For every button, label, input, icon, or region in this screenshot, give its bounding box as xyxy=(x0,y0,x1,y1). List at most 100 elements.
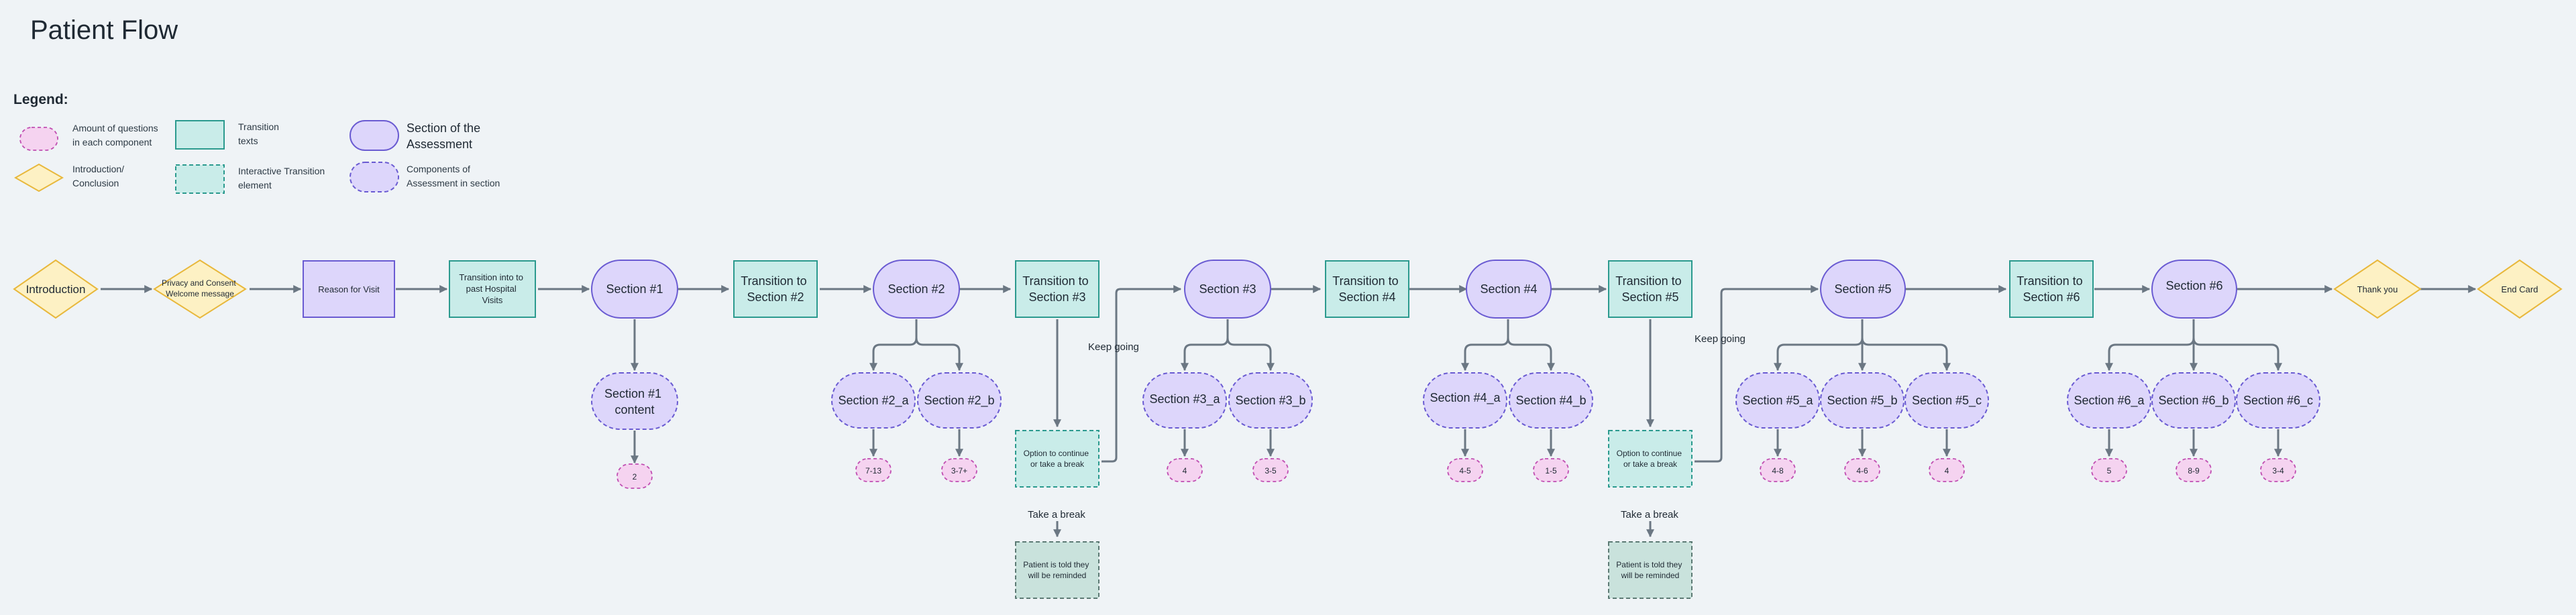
svg-text:4: 4 xyxy=(1183,466,1187,476)
section-4b-node: Section #4_b xyxy=(1509,372,1593,429)
question-count-badge: 8-9 xyxy=(2176,458,2212,482)
section-1-node: Section #1 xyxy=(591,260,678,319)
svg-text:Section #5_b: Section #5_b xyxy=(1827,394,1897,408)
legend-intro-label: Introduction/ Conclusion xyxy=(72,164,127,188)
svg-text:Section #2: Section #2 xyxy=(888,282,945,296)
section-5a-node: Section #5_a xyxy=(1735,372,1820,429)
section-6-node: Section #6 xyxy=(2151,260,2237,319)
question-count-badge: 4 xyxy=(1167,458,1203,482)
svg-text:Reason for Visit: Reason for Visit xyxy=(318,284,380,294)
svg-text:Section #4: Section #4 xyxy=(1480,282,1537,296)
transition-section-6-node: Transition to Section #6 xyxy=(2009,260,2094,318)
svg-text:Section #1: Section #1 xyxy=(606,282,663,296)
svg-text:Transition to Section #2: Transition to Section #2 xyxy=(741,274,810,304)
question-count-badge: 1-5 xyxy=(1533,458,1569,482)
svg-text:Patient is told they wil: Patient is told they will be reminded xyxy=(1023,560,1091,580)
svg-text:4-5: 4-5 xyxy=(1459,466,1471,476)
transition-section-3-node: Transition to Section #3 xyxy=(1015,260,1099,318)
svg-text:4-8: 4-8 xyxy=(1772,466,1784,476)
option-continue-break-node: Option to continue or take a break xyxy=(1015,430,1099,488)
section-2-node: Section #2 xyxy=(873,260,960,319)
svg-text:Transition to Section #4: Transition to Section #4 xyxy=(1332,274,1401,304)
question-count-badge: 4 xyxy=(1929,458,1965,482)
end-card-node: End Card xyxy=(2477,259,2563,319)
legend-section-label: Section of the Assessment xyxy=(407,121,484,151)
legend-count-label: Amount of questions in each component xyxy=(72,123,161,148)
introduction-node: Introduction xyxy=(13,259,99,319)
legend-intro-shape xyxy=(13,163,64,192)
question-count-badge: 2 xyxy=(616,463,653,489)
section-6b-node: Section #6_b xyxy=(2151,372,2236,429)
svg-text:Section #5: Section #5 xyxy=(1834,282,1891,296)
section-3b-node: Section #3_b xyxy=(1228,372,1313,429)
legend-component-label: Components of Assessment in section xyxy=(407,164,500,188)
svg-text:3-5: 3-5 xyxy=(1265,466,1277,476)
svg-text:Section #6_a: Section #6_a xyxy=(2074,394,2145,408)
svg-text:Transition to Section #6: Transition to Section #6 xyxy=(2017,274,2086,304)
svg-text:Section #5_a: Section #5_a xyxy=(1742,394,1813,408)
legend-transition-shape xyxy=(175,120,225,150)
section-6c-node: Section #6_c xyxy=(2236,372,2320,429)
question-count-badge: 4-6 xyxy=(1844,458,1880,482)
legend-transition-label: Transition texts xyxy=(238,121,282,146)
section-2a-node: Section #2_a xyxy=(831,372,916,429)
transition-section-5-node: Transition to Section #5 xyxy=(1608,260,1693,318)
patient-reminded-node: Patient is told they will be reminded xyxy=(1015,541,1099,599)
transition-past-visits-node: Transition into to past Hospital Visits xyxy=(449,260,536,318)
svg-text:Thank you: Thank you xyxy=(2357,284,2398,294)
legend-title: Legend: xyxy=(13,92,68,107)
section-5-node: Section #5 xyxy=(1820,260,1906,319)
svg-text:Section #3_b: Section #3_b xyxy=(1235,394,1305,408)
edge-label-take-break: Take a break xyxy=(1028,509,1085,520)
edge-label-take-break: Take a break xyxy=(1621,509,1678,520)
thank-you-node: Thank you xyxy=(2333,259,2422,319)
section-4-node: Section #4 xyxy=(1466,260,1552,319)
section-6a-node: Section #6_a xyxy=(2067,372,2151,429)
transition-section-4-node: Transition to Section #4 xyxy=(1325,260,1409,318)
svg-text:Section #4_a: Section #4_a xyxy=(1430,391,1501,405)
svg-text:Section #4_b: Section #4_b xyxy=(1515,394,1586,408)
svg-text:2: 2 xyxy=(633,472,637,482)
section-3-node: Section #3 xyxy=(1184,260,1271,319)
question-count-badge: 3-5 xyxy=(1252,458,1289,482)
reason-for-visit-node: Reason for Visit xyxy=(303,260,395,318)
svg-text:Section #3_a: Section #3_a xyxy=(1149,392,1220,406)
legend-section-shape xyxy=(350,120,399,151)
svg-text:Transition to Section #3: Transition to Section #3 xyxy=(1022,274,1091,304)
edge-label-keep-going: Keep going xyxy=(1088,341,1139,353)
legend-count-shape xyxy=(19,127,58,151)
svg-text:Patient is told they wil: Patient is told they will be reminded xyxy=(1616,560,1684,580)
svg-text:4: 4 xyxy=(1945,466,1949,476)
question-count-badge: 4-5 xyxy=(1447,458,1483,482)
question-count-badge: 3-4 xyxy=(2260,458,2296,482)
question-count-badge: 7-13 xyxy=(855,458,892,482)
option-continue-break-node: Option to continue or take a break xyxy=(1608,430,1693,488)
section-1-content-node: Section #1 content xyxy=(591,372,678,430)
svg-text:Option to continue or ta: Option to continue or take a break xyxy=(1024,449,1091,469)
page-title: Patient Flow xyxy=(30,15,178,45)
svg-text:Privacy and Consent Welc: Privacy and Consent Welcome message xyxy=(162,278,238,298)
svg-text:Section #3: Section #3 xyxy=(1199,282,1256,296)
section-2b-node: Section #2_b xyxy=(917,372,1002,429)
section-4a-node: Section #4_a xyxy=(1423,372,1507,429)
legend-interactive-label: Interactive Transition element xyxy=(238,166,327,190)
svg-text:3-4: 3-4 xyxy=(2272,466,2284,476)
svg-text:Section #6_c: Section #6_c xyxy=(2243,394,2313,408)
question-count-badge: 5 xyxy=(2091,458,2127,482)
svg-text:Section #1 content: Section #1 content xyxy=(604,387,665,416)
patient-reminded-node: Patient is told they will be reminded xyxy=(1608,541,1693,599)
svg-text:Introduction: Introduction xyxy=(26,283,86,296)
svg-text:Section #6_b: Section #6_b xyxy=(2158,394,2229,408)
svg-text:Option to continue or ta: Option to continue or take a break xyxy=(1617,449,1684,469)
question-count-badge: 3-7+ xyxy=(941,458,977,482)
section-5c-node: Section #5_c xyxy=(1904,372,1989,429)
svg-text:Section #2_b: Section #2_b xyxy=(924,394,994,408)
svg-text:3-7+: 3-7+ xyxy=(951,466,967,476)
svg-text:End Card: End Card xyxy=(2502,284,2538,294)
legend-interactive-shape xyxy=(175,164,225,194)
svg-text:8-9: 8-9 xyxy=(2188,466,2200,476)
svg-text:Section #6: Section #6 xyxy=(2165,279,2222,292)
section-5b-node: Section #5_b xyxy=(1820,372,1904,429)
